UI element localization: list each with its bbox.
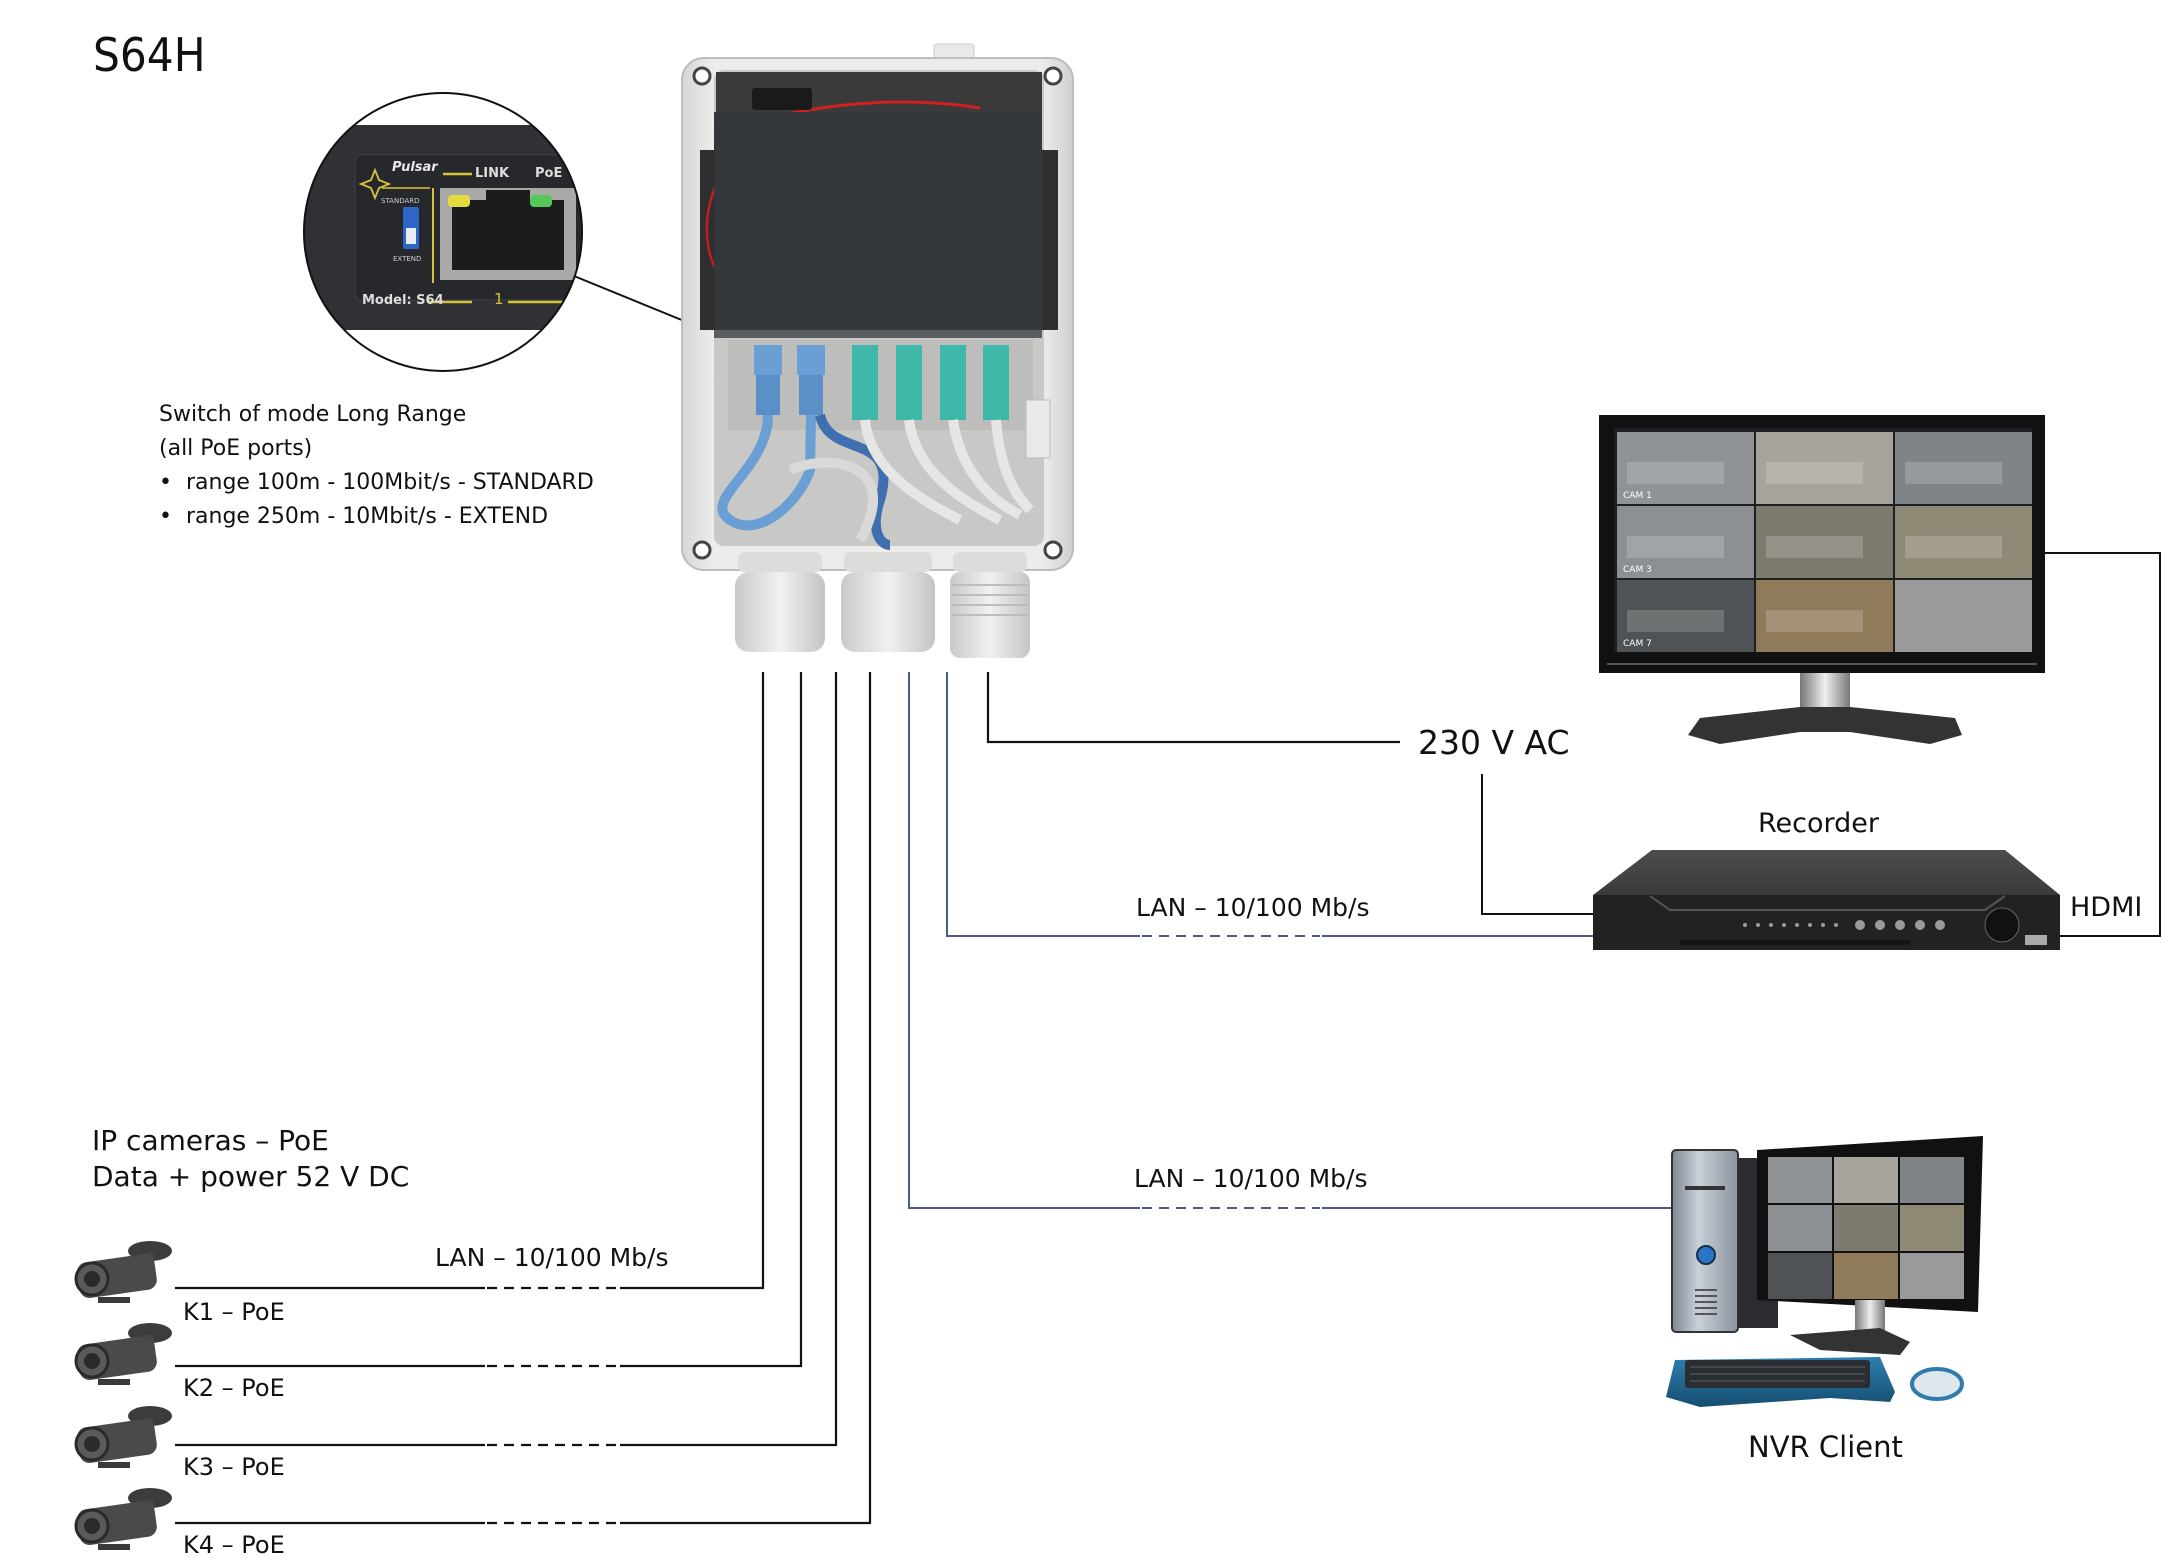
nvr-camera-tile bbox=[1834, 1157, 1898, 1203]
blue-patch-cables bbox=[717, 345, 891, 550]
callout-link-label: LINK bbox=[475, 166, 510, 181]
lan-line-nvr bbox=[908, 672, 1672, 1209]
connection-lines bbox=[175, 275, 2161, 1525]
cameras-heading-line1: IP cameras – PoE bbox=[92, 1124, 329, 1157]
monitor: CAM 1 CAM 3 CAM 7 bbox=[1599, 415, 2045, 744]
camera-tile-label: CAM 3 bbox=[1623, 565, 1652, 575]
lan-line-recorder bbox=[946, 672, 1593, 937]
nvr-monitor-camera-grid bbox=[1768, 1157, 1964, 1299]
ip-camera-icon bbox=[74, 1323, 172, 1385]
nvr-camera-tile bbox=[1900, 1253, 1964, 1299]
s64h-enclosure bbox=[681, 43, 1074, 658]
camera-line-k4 bbox=[175, 672, 872, 1525]
recorder-label: Recorder bbox=[1758, 808, 1879, 839]
cable-glands bbox=[735, 552, 1030, 658]
camera-label-k2: K2 – PoE bbox=[183, 1374, 285, 1402]
callout-brand: Pulsar bbox=[392, 160, 438, 175]
callout-poe-label: PoE bbox=[535, 166, 563, 181]
nvr-client-label: NVR Client bbox=[1748, 1430, 1903, 1464]
camera-tile bbox=[1895, 580, 2032, 652]
link-led bbox=[448, 195, 470, 207]
camera-tile-label: CAM 1 bbox=[1623, 491, 1652, 501]
ip-camera-icon bbox=[74, 1488, 172, 1550]
power-line-recorder bbox=[1481, 774, 1595, 915]
camera-tile bbox=[1756, 506, 1893, 578]
mode-note-subheading: (all PoE ports) bbox=[159, 436, 313, 461]
recorder-lan-label: LAN – 10/100 Mb/s bbox=[1136, 893, 1370, 922]
monitor-stand-base bbox=[1688, 707, 1962, 744]
cameras-heading-line2: Data + power 52 V DC bbox=[92, 1160, 410, 1193]
pulsar-logo-icon bbox=[358, 167, 392, 201]
nvr-camera-tile bbox=[1900, 1205, 1964, 1251]
nvr-camera-tile bbox=[1768, 1157, 1832, 1203]
nvr-camera-tile bbox=[1900, 1157, 1964, 1203]
camera-line-k3 bbox=[175, 672, 838, 1447]
mode-note-bullet-extend: • range 250m - 10Mbit/s - EXTEND bbox=[159, 504, 549, 529]
nvr-camera-tile bbox=[1834, 1205, 1898, 1251]
nvr-camera-tile bbox=[1768, 1205, 1832, 1251]
callout-port-number: 1 bbox=[494, 290, 504, 308]
teal-patch-cables bbox=[788, 345, 1034, 543]
callout-circle bbox=[303, 92, 583, 372]
ip-camera-icon bbox=[74, 1406, 172, 1468]
pc-tower bbox=[1671, 1149, 1739, 1333]
camera-tile bbox=[1617, 580, 1754, 652]
mode-note-heading: Switch of mode Long Range bbox=[159, 402, 467, 427]
power-label: 230 V AC bbox=[1418, 723, 1570, 762]
zoom-callout bbox=[303, 92, 583, 372]
mode-note: Switch of mode Long Range (all PoE ports… bbox=[159, 398, 594, 534]
fuse-label bbox=[1025, 399, 1051, 459]
nvr-lan-label: LAN – 10/100 Mb/s bbox=[1134, 1164, 1368, 1193]
cameras-heading: IP cameras – PoE Data + power 52 V DC bbox=[92, 1123, 409, 1195]
poe-switch-body bbox=[714, 112, 1042, 336]
camera-tile bbox=[1617, 432, 1754, 504]
nvr-camera-tile bbox=[1834, 1253, 1898, 1299]
camera-label-k1: K1 – PoE bbox=[183, 1298, 285, 1326]
callout-standard-label: STANDARD bbox=[381, 197, 420, 205]
poe-led bbox=[530, 195, 552, 207]
mode-note-bullet-text: range 250m - 10Mbit/s - EXTEND bbox=[185, 504, 549, 529]
camera-tile-label: CAM 7 bbox=[1623, 639, 1652, 649]
camera-tile bbox=[1895, 432, 2032, 504]
hdmi-line bbox=[2045, 552, 2161, 937]
callout-extend-label: EXTEND bbox=[393, 255, 422, 263]
power-line-enclosure bbox=[986, 672, 1400, 744]
callout-model: Model: S64 bbox=[362, 293, 444, 308]
ip-camera-icon bbox=[74, 1241, 172, 1303]
camera-tile bbox=[1756, 432, 1893, 504]
camera-tile bbox=[1895, 506, 2032, 578]
hdmi-label: HDMI bbox=[2070, 892, 2143, 923]
cameras-lan-label: LAN – 10/100 Mb/s bbox=[435, 1243, 669, 1272]
camera-label-k3: K3 – PoE bbox=[183, 1453, 285, 1481]
camera-tile bbox=[1617, 506, 1754, 578]
mode-note-bullet-text: range 100m - 100Mbit/s - STANDARD bbox=[185, 470, 594, 495]
mode-note-bullet-standard: • range 100m - 100Mbit/s - STANDARD bbox=[159, 470, 594, 495]
camera-label-k4: K4 – PoE bbox=[183, 1531, 285, 1559]
recorder-device bbox=[1593, 850, 2060, 950]
nvr-camera-tile bbox=[1768, 1253, 1832, 1299]
camera-tile bbox=[1756, 580, 1893, 652]
camera-line-k2 bbox=[175, 672, 803, 1368]
nvr-client-computer bbox=[1666, 1136, 1983, 1407]
mouse bbox=[1910, 1367, 1964, 1401]
monitor-camera-grid: CAM 1 CAM 3 CAM 7 bbox=[1617, 432, 2032, 652]
camera-line-k1 bbox=[175, 672, 765, 1290]
camera-icons bbox=[74, 1241, 172, 1550]
diagram-title: S64H bbox=[93, 28, 206, 82]
